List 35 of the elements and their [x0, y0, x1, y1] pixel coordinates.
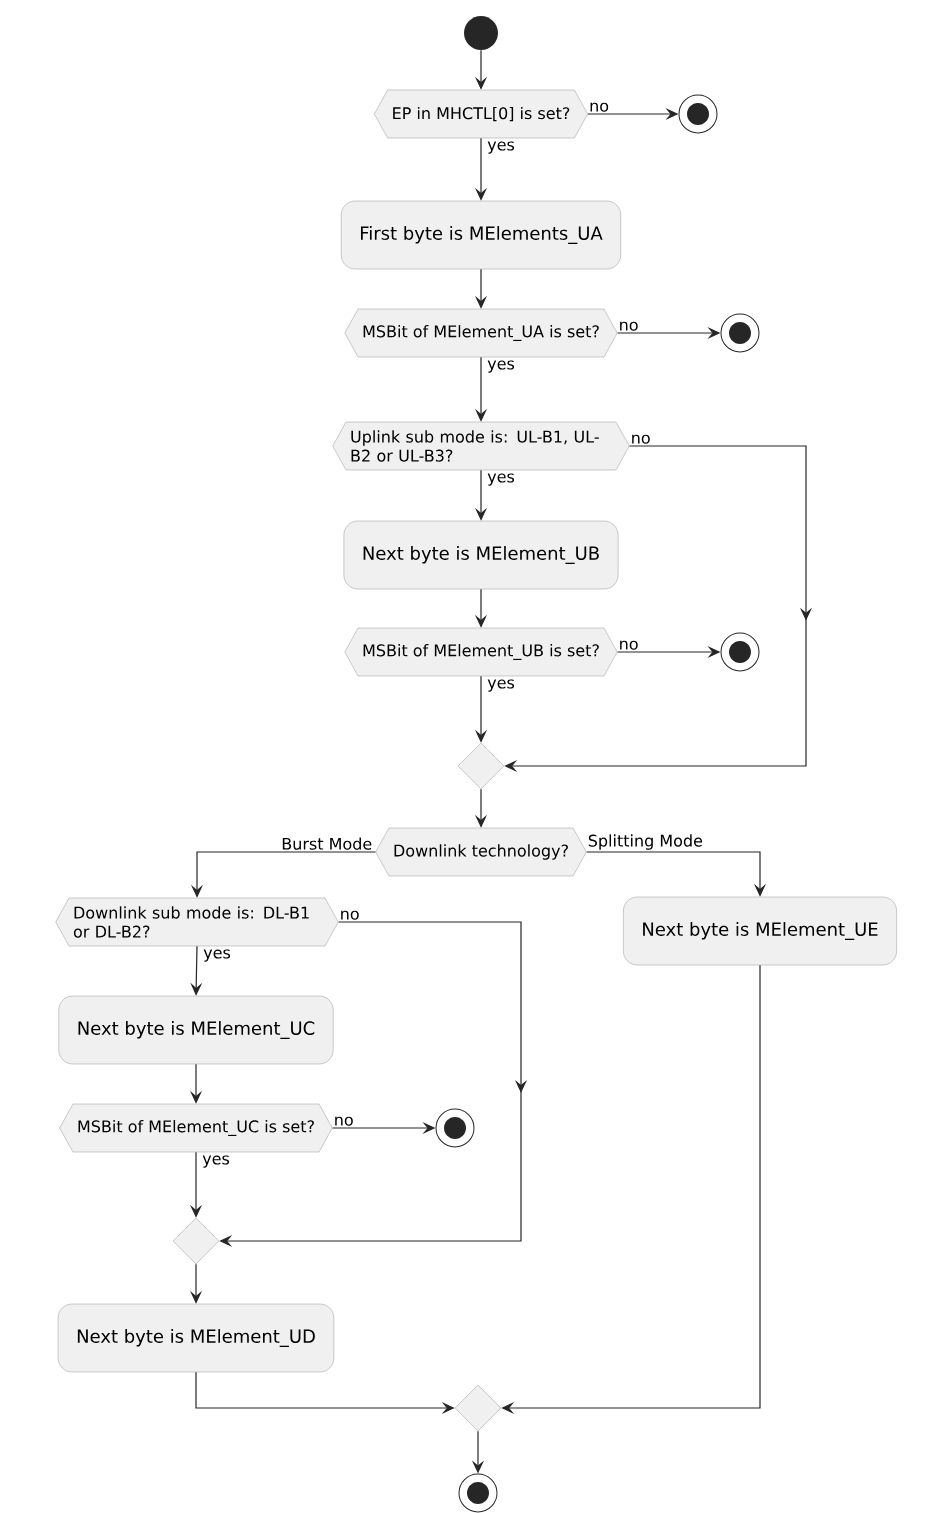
action-box: Next byte is MElement_UD: [57, 1303, 335, 1373]
edge-label: yes: [486, 472, 516, 487]
decision-hexagon: MSBit of MElement_UC is set?: [59, 1103, 333, 1153]
action-box: Next byte is MElement_UC: [58, 995, 334, 1065]
edge-label: yes: [486, 359, 516, 374]
decision-hexagon: MSBit of MElement_UB is set?: [344, 627, 618, 677]
merge-diamond: [172, 1217, 220, 1265]
edge-label: yes: [202, 948, 232, 963]
decision-hexagon: Downlink technology?: [375, 827, 587, 877]
end-symbol: [435, 1108, 475, 1148]
decision-hexagon: MSBit of MElement_UA is set?: [344, 308, 618, 358]
action-box: Next byte is MElement_UB: [343, 520, 619, 590]
edge-label: yes: [486, 140, 516, 155]
decision-hexagon: EP in MHCTL[0] is set?: [374, 89, 588, 139]
edge-label: Burst Mode: [280, 836, 374, 851]
decision-hexagon: Downlink sub mode is: DL-B1 or DL-B2?: [55, 897, 339, 947]
action-box: First byte is MElements_UA: [341, 200, 621, 270]
merge-diamond: [457, 742, 505, 790]
edge-label: Splitting Mode: [586, 833, 704, 851]
edge-label: yes: [486, 678, 516, 693]
action-box: Next byte is MElement_UE: [623, 896, 897, 966]
edge-label: no: [617, 639, 640, 651]
edge-label: no: [588, 101, 611, 113]
edge-label: yes: [201, 1154, 231, 1169]
edge-label: no: [617, 320, 640, 332]
start-dot: [464, 16, 498, 50]
edge-label: no: [338, 909, 361, 921]
end-symbol: [720, 313, 760, 353]
decision-hexagon: Uplink sub mode is: UL-B1, UL-B2 or UL-B3?: [332, 421, 630, 471]
end-symbol: [458, 1473, 498, 1513]
end-symbol: [720, 632, 760, 672]
end-symbol: [678, 94, 718, 134]
merge-diamond: [454, 1384, 502, 1432]
edge-label: no: [332, 1115, 355, 1127]
edge-label: no: [629, 433, 652, 445]
